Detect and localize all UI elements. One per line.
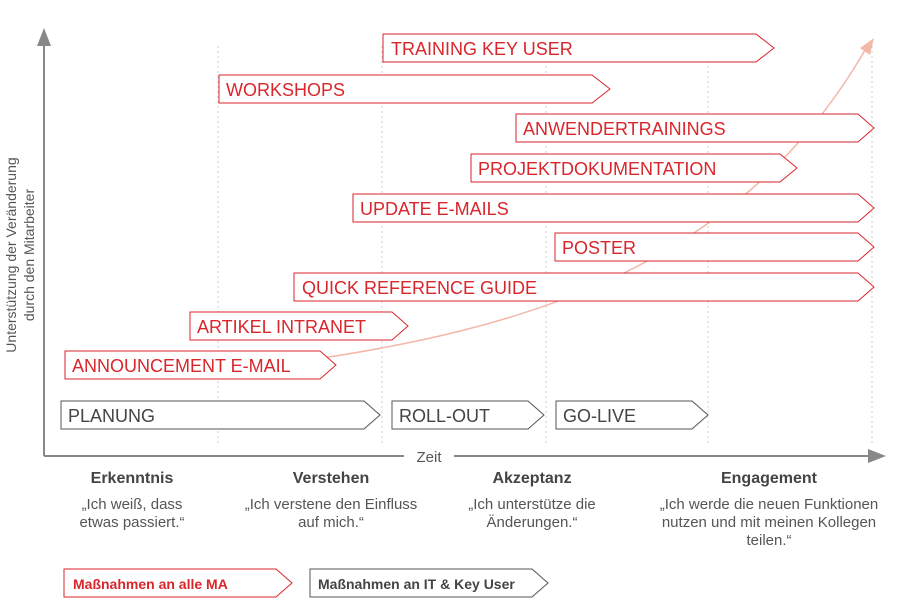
stage-quote: „Ich weiß, dass etwas passiert.“ <box>79 496 185 531</box>
measure-label: ANWENDERTRAININGS <box>523 119 726 139</box>
stage-name: Akzeptanz <box>492 470 572 487</box>
curve-arrowhead <box>860 38 874 55</box>
legend-red-shape <box>63 568 293 598</box>
phase-label: ROLL-OUT <box>399 406 490 426</box>
measure-arrow-shape <box>470 153 798 183</box>
measure-artikel-intranet: ARTIKEL INTRANET <box>189 311 409 341</box>
measure-update-e-mails: UPDATE E-MAILS <box>352 193 875 223</box>
stage-quote: „Ich unterstütze die Änderungen.“ <box>468 496 596 531</box>
measure-announcement-e-mail: ANNOUNCEMENT E-MAIL <box>64 350 337 380</box>
stage-verstehen: Verstehen „Ich verstene den Einfluss auf… <box>236 470 426 532</box>
measure-arrow-shape <box>554 232 875 262</box>
legend-red-label: Maßnahmen an alle MA <box>73 576 228 592</box>
measure-label: UPDATE E-MAILS <box>360 199 509 219</box>
stage-name: Engagement <box>720 470 817 487</box>
phase-arrow-shape <box>555 400 709 430</box>
measure-arrow-shape <box>293 272 875 302</box>
measure-label: ARTIKEL INTRANET <box>197 317 366 337</box>
red-measure-arrows: TRAINING KEY USER WORKSHOPS ANWENDERTRAI… <box>64 33 875 380</box>
measure-label: ANNOUNCEMENT E-MAIL <box>72 356 291 376</box>
measure-label: TRAINING KEY USER <box>391 39 573 59</box>
measure-arrow-shape <box>515 113 875 143</box>
legend-gray-label: Maßnahmen an IT & Key User <box>318 576 515 592</box>
phase-arrows: PLANUNG ROLL-OUT GO-LIVE <box>60 400 709 430</box>
stage-quote: „Ich verstene den Einfluss auf mich.“ <box>244 496 418 531</box>
phase-roll-out: ROLL-OUT <box>391 400 545 430</box>
stage-name: Verstehen <box>292 470 370 487</box>
stage-erkenntnis: Erkenntnis „Ich weiß, dass etwas passier… <box>46 470 218 532</box>
phase-label: PLANUNG <box>68 406 155 426</box>
phase-go-live: GO-LIVE <box>555 400 709 430</box>
y-axis-label: Unterstützung der Veränderung durch den … <box>2 120 46 390</box>
measure-label: WORKSHOPS <box>226 80 345 100</box>
measure-arrow-shape <box>64 350 337 380</box>
stage-quote: „Ich werde die neuen Funktionen nutzen u… <box>659 496 879 549</box>
phase-planung: PLANUNG <box>60 400 381 430</box>
measure-label: POSTER <box>562 238 636 258</box>
phase-dividers <box>217 46 873 445</box>
phase-arrow-shape <box>60 400 381 430</box>
measure-arrow-shape <box>382 33 775 63</box>
stage-name: Erkenntnis <box>90 470 174 487</box>
y-axis-arrowhead <box>37 28 51 46</box>
measure-projektdokumentation: PROJEKTDOKUMENTATION <box>470 153 798 183</box>
measure-training-key-user: TRAINING KEY USER <box>382 33 775 63</box>
phase-arrow-shape <box>391 400 545 430</box>
stage-akzeptanz: Akzeptanz „Ich unterstütze die Änderunge… <box>446 470 618 532</box>
measure-label: QUICK REFERENCE GUIDE <box>302 278 537 298</box>
measure-workshops: WORKSHOPS <box>218 74 611 104</box>
measure-arrow-shape <box>218 74 611 104</box>
axes <box>37 28 886 463</box>
legend-gray-shape <box>309 568 549 598</box>
measure-label: PROJEKTDOKUMENTATION <box>478 159 716 179</box>
y-axis-label-line2: durch den Mitarbeiter <box>21 188 37 322</box>
x-axis-arrowhead <box>868 449 886 463</box>
phase-label: GO-LIVE <box>563 406 636 426</box>
measure-arrow-shape <box>189 311 409 341</box>
measure-anwendertrainings: ANWENDERTRAININGS <box>515 113 875 143</box>
measure-poster: POSTER <box>554 232 875 262</box>
measure-arrow-shape <box>352 193 875 223</box>
stage-engagement: Engagement „Ich werde die neuen Funktion… <box>640 470 898 550</box>
legend: Maßnahmen an alle MA Maßnahmen an IT & K… <box>63 568 549 598</box>
legend-gray: Maßnahmen an IT & Key User <box>309 568 549 598</box>
measure-quick-reference-guide: QUICK REFERENCE GUIDE <box>293 272 875 302</box>
y-axis-label-line1: Unterstützung der Veränderung <box>3 157 19 353</box>
legend-red: Maßnahmen an alle MA <box>63 568 293 598</box>
x-axis-label: Zeit <box>404 449 454 466</box>
